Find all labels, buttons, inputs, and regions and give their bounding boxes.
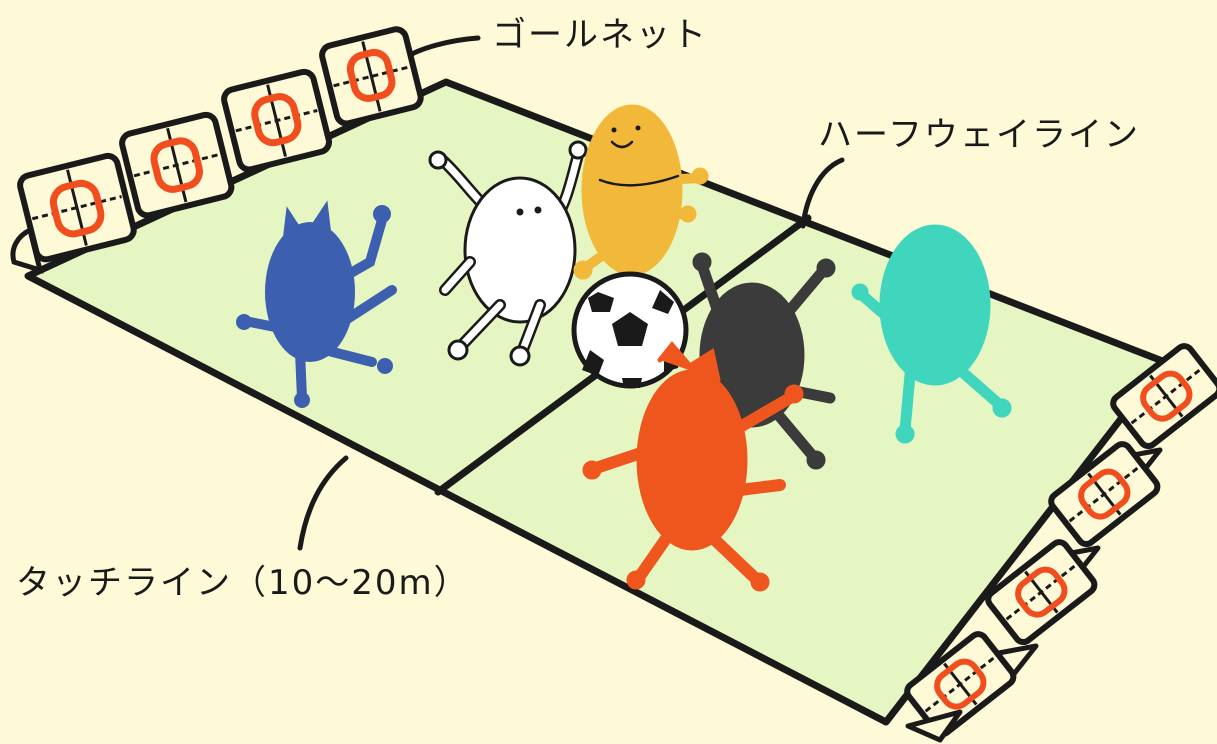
halfway-line-leader-line xyxy=(800,157,845,229)
halfway-line-label: ハーフウェイライン xyxy=(818,115,1140,155)
net-module xyxy=(1110,343,1217,450)
yellow-cat xyxy=(573,104,709,280)
net-module xyxy=(221,68,332,173)
net-module xyxy=(985,539,1098,646)
touchline-label: タッチライン（10〜20m） xyxy=(16,563,470,603)
goal-net-label: ゴールネット xyxy=(492,15,708,55)
net-module xyxy=(17,152,137,263)
soccer-ball xyxy=(571,271,689,389)
goal-net-left xyxy=(10,26,424,274)
net-module xyxy=(1048,441,1161,548)
goal-net-leader-line xyxy=(402,35,481,61)
blue-cat xyxy=(236,200,397,408)
net-module xyxy=(319,26,424,127)
net-module xyxy=(904,631,1017,738)
net-module xyxy=(119,111,235,219)
orange-cat xyxy=(582,341,804,592)
teal-cat xyxy=(851,224,1012,444)
touchline-leader-line xyxy=(297,455,349,551)
goal-net-right xyxy=(904,343,1217,743)
white-cat xyxy=(428,140,588,367)
